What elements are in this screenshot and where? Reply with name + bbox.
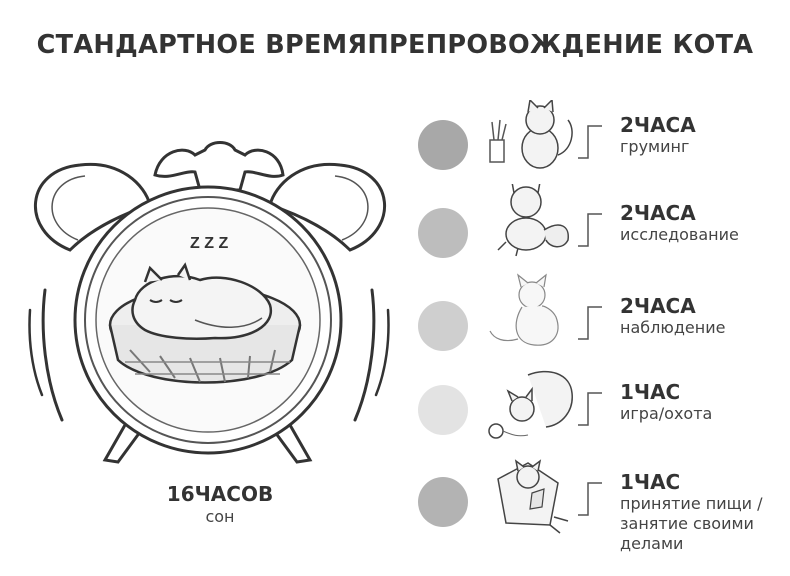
watching-cat-icon [489, 273, 559, 346]
activity-row-grooming: 2ЧАСА груминг [418, 100, 790, 178]
connector-line [578, 482, 602, 516]
exploring-cat-icon [497, 184, 569, 257]
connector-line [578, 125, 602, 159]
sleeping-cat-icon [131, 274, 273, 340]
playing-cat-icon [488, 370, 573, 439]
activity-label: 1ЧАС принятие пищи /занятие своими делам… [620, 470, 790, 554]
activity-hours: 1ЧАС [620, 380, 681, 404]
grooming-cat-icon [489, 100, 573, 169]
activity-name: наблюдение [620, 318, 726, 337]
activity-name: исследование [620, 225, 739, 244]
activity-label: 1ЧАС игра/охота [620, 380, 712, 424]
activity-label: 2ЧАСА исследование [620, 201, 739, 245]
sleep-hours: 16ЧАСОВ [166, 482, 274, 506]
activity-row-exploring: 2ЧАСА исследование [418, 184, 790, 266]
activity-hours: 2ЧАСА [620, 294, 696, 318]
color-dot [418, 385, 468, 435]
ring-line-left [41, 288, 64, 422]
activity-label: 2ЧАСА груминг [620, 113, 696, 157]
ring-line-right [353, 288, 376, 422]
color-dot [418, 120, 468, 170]
activity-name: игра/охота [620, 404, 713, 423]
connector-line [578, 213, 602, 247]
sleep-activity: сон [205, 507, 235, 526]
color-dot [418, 477, 468, 527]
color-dot [418, 208, 468, 258]
sleep-label: 16ЧАСОВ сон [120, 482, 320, 526]
activity-label: 2ЧАСА наблюдение [620, 294, 725, 338]
activity-name: принятие пищи /занятие своими делами [620, 494, 763, 553]
page-title: СТАНДАРТНОЕ ВРЕМЯПРЕПРОВОЖДЕНИЕ КОТА [36, 30, 754, 60]
activity-name: груминг [620, 137, 690, 156]
activity-row-watching: 2ЧАСА наблюдение [418, 273, 790, 359]
clock-leg-right [273, 424, 313, 464]
left-bell-icon [34, 162, 152, 252]
activity-row-playing: 1ЧАС игра/охота [418, 370, 790, 445]
activity-hours: 1ЧАС [620, 470, 681, 494]
zzz-text: Z Z Z [190, 235, 228, 252]
activity-hours: 2ЧАСА [620, 201, 696, 225]
color-dot [418, 301, 468, 351]
activity-row-eating: 1ЧАС принятие пищи /занятие своими делам… [418, 459, 790, 565]
eating-cat-icon [497, 459, 569, 534]
connector-line [578, 392, 602, 426]
clock-leg-left [102, 424, 142, 464]
right-bell-icon [268, 162, 386, 252]
connector-line [578, 306, 602, 340]
clock-handle-icon [153, 141, 285, 192]
activity-hours: 2ЧАСА [620, 113, 696, 137]
